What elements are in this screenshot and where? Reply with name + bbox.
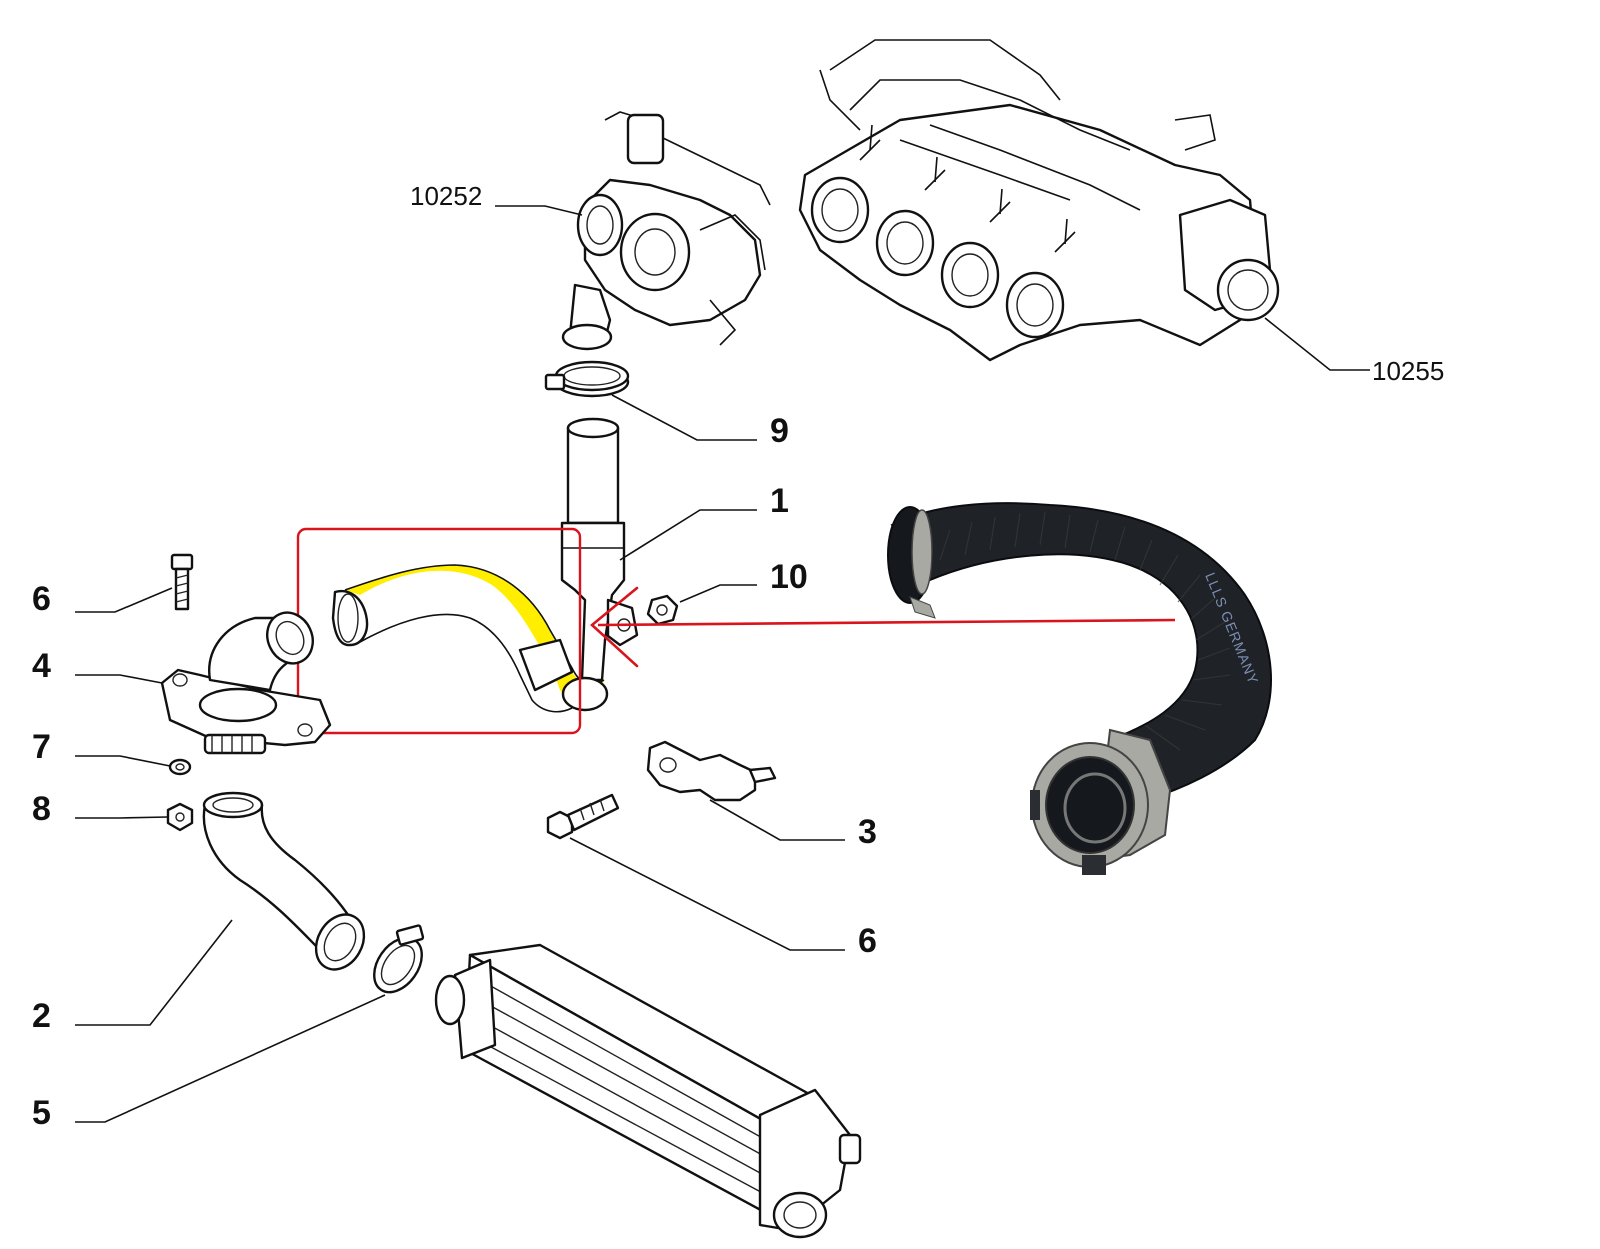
manifold-port-2 [875,209,935,277]
callout-label-5: 5 [32,1094,51,1132]
callout-label-4: 4 [32,647,51,685]
callout-1: 1 [619,482,789,561]
nut-8 [166,802,194,832]
nut-10 [646,594,679,626]
callout-label-9: 9 [770,412,789,450]
callout-6-bottom: 6 [569,837,877,960]
intercooler-pipe-1 [560,417,639,682]
highlighted-hose-fill [345,565,604,707]
bolt-6-top [170,553,194,611]
intake-manifold [798,39,1280,362]
callout-2: 2 [32,919,233,1035]
washer-7 [168,758,192,776]
callout-label-10: 10 [770,558,808,596]
highlighted-hose [331,564,609,713]
left-arrow-icon [590,586,1176,668]
callout-5: 5 [32,994,386,1132]
manifold-port-4 [1005,271,1065,339]
bracket-3 [646,740,777,802]
callout-6-top: 6 [32,580,173,618]
callout-4: 4 [32,647,163,685]
callout-label-7: 7 [32,728,51,766]
callout-label-10252: 10252 [410,181,482,211]
throttle-body [1178,198,1280,322]
hose-2 [202,791,366,971]
callout-label-10255: 10255 [1372,356,1444,386]
callout-3: 3 [709,799,877,851]
callout-label-6-top: 6 [32,580,51,618]
callout-10: 10 [679,558,808,603]
hose-photo: LLLS GERMANY [887,502,1272,875]
hose-photo-body [890,502,1272,802]
callout-label-2: 2 [32,997,51,1035]
hose-photo-end-left [887,506,936,619]
callout-label-6-bottom: 6 [858,922,877,960]
hose-clamp-5 [373,924,425,994]
intercooler [434,943,862,1239]
manifold-port-1 [810,176,870,244]
manifold-port-3 [940,241,1000,309]
turbocharger [561,111,771,351]
callout-8: 8 [32,790,169,828]
callout-label-3: 3 [858,813,877,851]
callout-7: 7 [32,728,171,767]
hose-photo-clamp-right [1030,728,1172,875]
callout-10252: 10252 [410,181,583,216]
bolt-6-bottom [546,793,620,840]
elbow-flange-4 [160,611,332,755]
hose-clamp-9 [544,360,630,398]
callout-label-1: 1 [770,482,789,520]
callout-9: 9 [611,394,789,450]
callout-label-8: 8 [32,790,51,828]
callout-10255: 10255 [1264,317,1444,386]
